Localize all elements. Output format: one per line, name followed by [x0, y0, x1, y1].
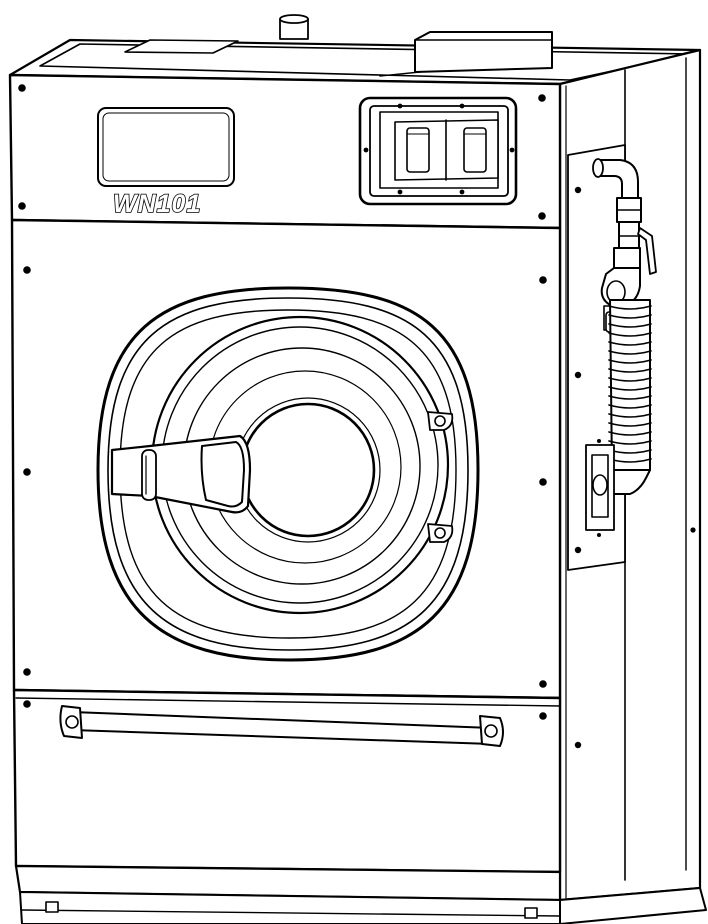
hose-rib	[608, 431, 652, 436]
hose-rib	[608, 305, 652, 310]
cabinet-top	[8, 14, 702, 86]
hose-rib	[608, 350, 652, 355]
hose-rib	[608, 440, 652, 445]
hose-rib	[608, 386, 652, 391]
door	[96, 286, 480, 662]
hose-rib	[608, 413, 652, 418]
base	[14, 864, 707, 924]
hose-rib	[608, 332, 652, 337]
hose-rib	[608, 404, 652, 409]
hose-rib	[608, 377, 652, 382]
lower-panel	[12, 688, 562, 874]
hose-rib	[608, 368, 652, 373]
water-inlet-hose	[585, 158, 657, 537]
hose-rib	[608, 314, 652, 319]
hose-rib	[608, 341, 652, 346]
soap-dispenser	[358, 96, 518, 206]
model-label: WN101	[113, 190, 201, 218]
hose-rib	[608, 359, 652, 364]
hose-rib	[608, 395, 652, 400]
front-screws	[18, 84, 547, 720]
hose-rib	[608, 323, 652, 328]
hose-rib	[608, 422, 652, 427]
